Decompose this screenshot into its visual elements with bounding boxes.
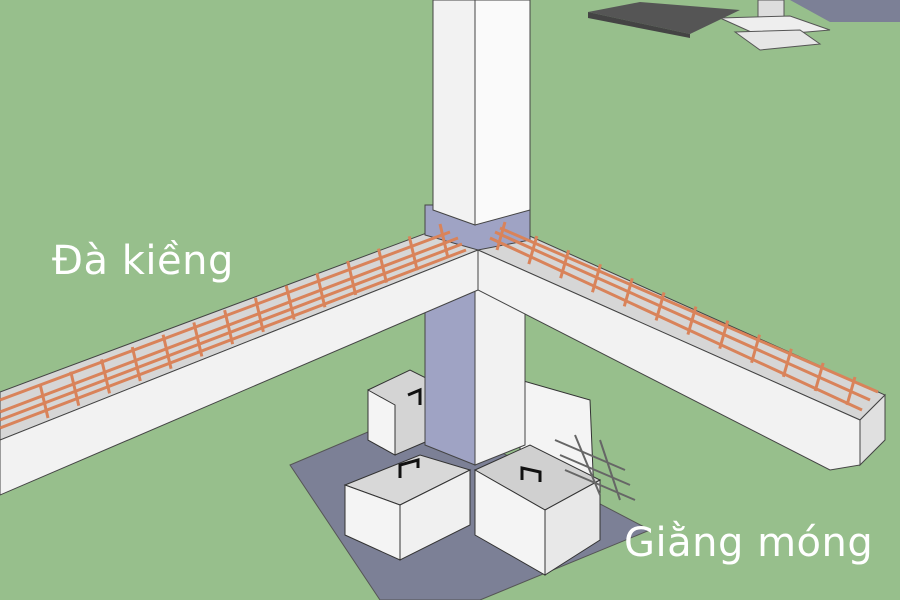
- stirrup: [69, 371, 81, 407]
- rebar-bar: [494, 230, 871, 402]
- footing: [343, 369, 602, 576]
- stirrup: [100, 359, 111, 394]
- tie-beam-right-front: [477, 249, 861, 471]
- stirrup: [718, 320, 730, 350]
- stirrup: [654, 292, 666, 321]
- stirrup: [813, 362, 825, 392]
- rebar: [0, 221, 879, 430]
- stirrup: [591, 263, 602, 293]
- anchor-bolts: [398, 387, 542, 482]
- column-upper-right: [474, 0, 531, 226]
- rebar-bar: [489, 236, 863, 412]
- column-upper-left: [432, 0, 476, 226]
- stirrup: [161, 334, 173, 370]
- rebar-cage-small: [554, 434, 636, 501]
- stirrup: [377, 248, 388, 283]
- stirrup: [38, 383, 50, 419]
- stirrup: [527, 235, 539, 265]
- rebar-bar: [499, 226, 879, 394]
- stirrup: [750, 334, 761, 364]
- distant-structure: [588, 0, 900, 51]
- foundation-beam-label: Giằng móng: [624, 520, 874, 566]
- stirrup: [346, 260, 358, 296]
- stirrup: [130, 346, 142, 382]
- stirrup: [495, 221, 507, 251]
- stirrup: [845, 376, 857, 406]
- stirrup: [781, 348, 793, 378]
- tie-beam-label: Đà kiềng: [52, 238, 234, 284]
- stirrup: [253, 297, 265, 333]
- stirrup: [438, 223, 450, 259]
- stirrup: [622, 277, 634, 307]
- stirrup: [192, 322, 204, 357]
- stirrup: [559, 249, 571, 279]
- stirrup: [407, 235, 419, 271]
- stirrup: [315, 272, 327, 308]
- stirrup: [284, 285, 296, 320]
- stirrup: [686, 306, 698, 335]
- stirrup: [223, 309, 235, 345]
